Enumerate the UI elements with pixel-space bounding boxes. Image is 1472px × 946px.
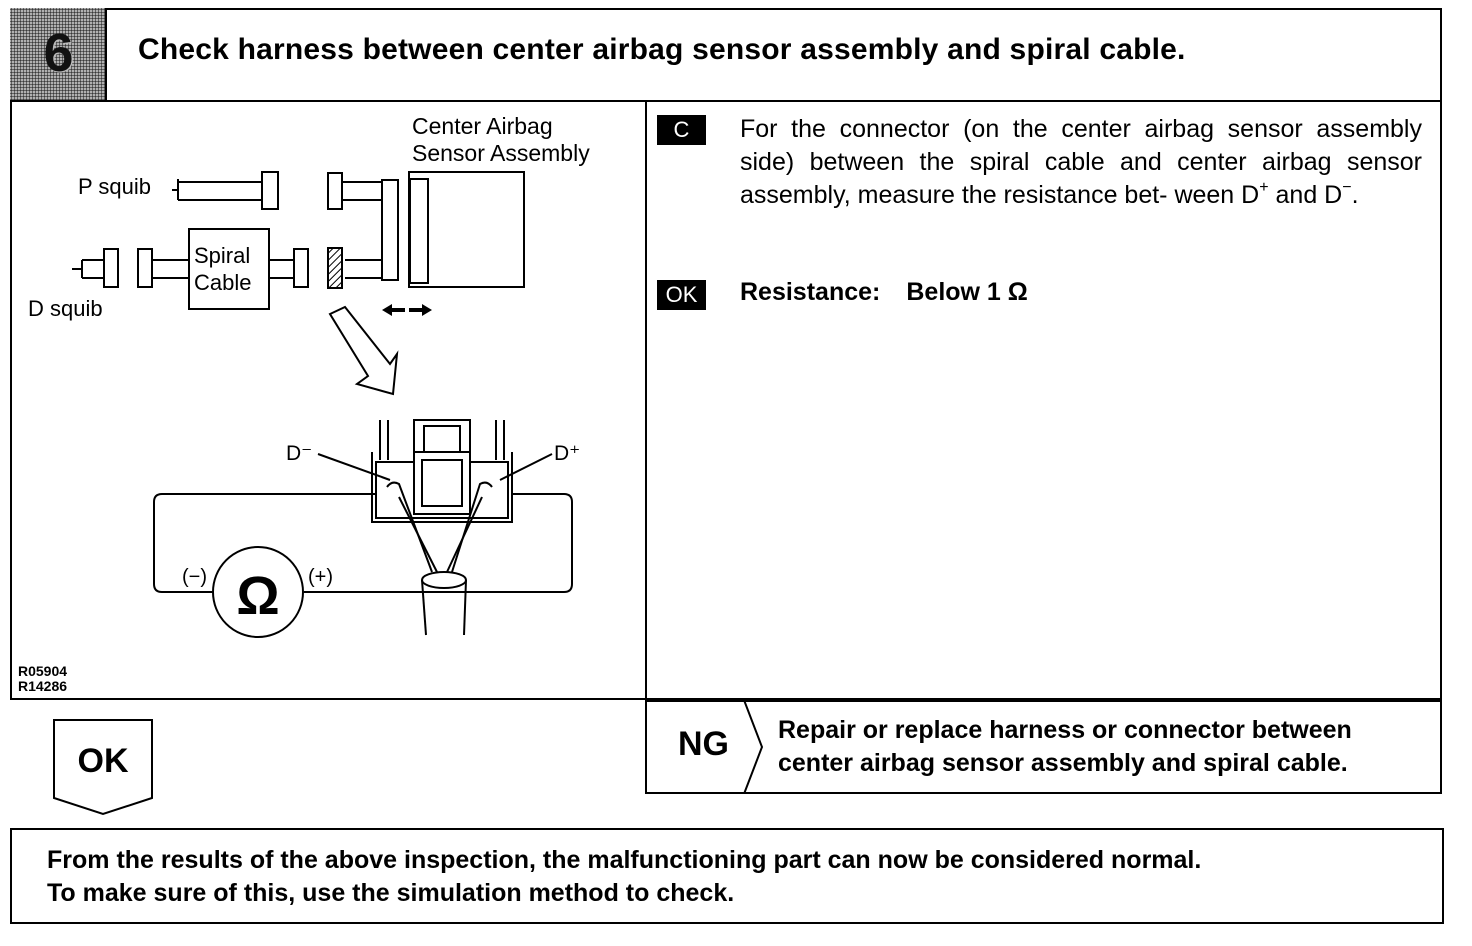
resistance-label: Resistance: [740, 278, 881, 306]
note-text: From the results of the above inspection… [47, 844, 1201, 910]
ref-code-2: R14286 [18, 678, 68, 694]
step-title: Check harness between center airbag sens… [138, 33, 1186, 66]
ng-result-label: NG [678, 725, 729, 763]
label-meter-minus: (−) [182, 566, 207, 588]
resistance-value: Below 1 Ω [906, 278, 1028, 306]
ref-code-1: R05904 [18, 663, 68, 679]
note-line-1: From the results of the above inspection… [47, 846, 1202, 874]
ng-chevron [743, 700, 764, 794]
label-d-plus: D⁺ [554, 442, 580, 465]
reference-codes: R05904 R14286 [18, 664, 67, 694]
label-d-squib: D squib [28, 296, 103, 321]
slide-direction-arrows [382, 304, 432, 316]
instruction-text-2: and D [1268, 181, 1343, 209]
instruction-text-1: For the connector (on the center airbag … [740, 115, 1422, 209]
check-tag: C [657, 115, 706, 145]
label-center-airbag-1: Center Airbag [412, 113, 553, 139]
label-center-airbag-2: Sensor Assembly [412, 140, 590, 166]
label-spiral: Spiral [194, 243, 250, 268]
spiral-cable-box [188, 228, 270, 310]
resistance-spec: Resistance: Below 1 Ω [740, 278, 1028, 307]
ok-tag: OK [657, 280, 706, 310]
note-box [10, 828, 1444, 924]
step-number: 6 [43, 23, 74, 83]
ok-arrow-box [53, 719, 153, 816]
ok-result-label: OK [77, 742, 129, 780]
ohmmeter [212, 546, 304, 638]
instruction-panel [645, 100, 1442, 700]
instruction-text-3: . [1351, 181, 1359, 209]
ohm-symbol: Ω [236, 566, 279, 626]
wiring-diagram: Center Airbag Sensor Assembly P squib D … [28, 113, 590, 638]
ng-result-box [645, 700, 1442, 794]
label-p-squib: P squib [78, 174, 151, 199]
step-number-box [10, 8, 107, 102]
sup-plus: + [1259, 178, 1269, 196]
sup-minus: − [1342, 178, 1352, 196]
check-instruction: For the connector (on the center airbag … [740, 113, 1422, 212]
label-d-minus: D⁻ [286, 442, 312, 465]
ng-action-text: Repair or replace harness or connector b… [778, 716, 1352, 777]
note-line-2: To make sure of this, use the simulation… [47, 879, 735, 907]
label-meter-plus: (+) [308, 566, 333, 588]
label-cable: Cable [194, 270, 251, 295]
